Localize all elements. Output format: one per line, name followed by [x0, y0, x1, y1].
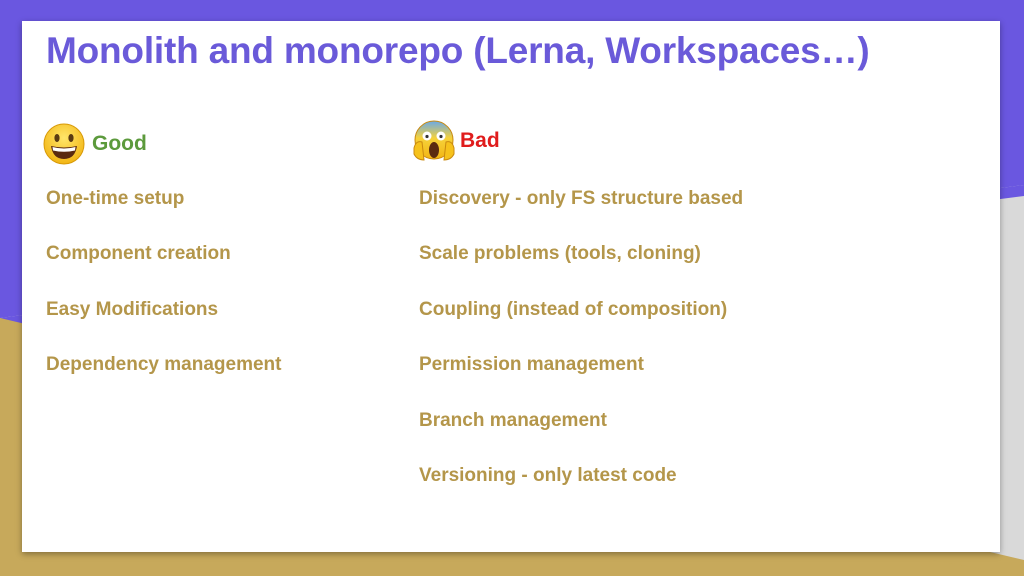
list-item: Scale problems (tools, cloning)	[419, 243, 701, 265]
screaming-face-icon	[412, 118, 456, 164]
list-item: One-time setup	[46, 188, 185, 209]
good-list: One-time setup Component creation Easy M…	[46, 188, 281, 410]
list-item: Permission management	[419, 354, 644, 376]
good-label: Good	[92, 132, 147, 155]
list-item: Dependency management	[46, 354, 282, 376]
good-header: Good	[42, 122, 147, 166]
bad-label: Bad	[460, 129, 500, 152]
grinning-face-icon	[42, 122, 86, 166]
bad-header: Bad	[412, 118, 500, 164]
bad-list: Discovery - only FS structure based Scal…	[419, 188, 743, 520]
list-item: Branch management	[419, 409, 607, 431]
slide-title: Monolith and monorepo (Lerna, Workspaces…	[46, 30, 870, 71]
list-item: Easy Modifications	[46, 298, 219, 320]
content-card	[22, 21, 1000, 552]
list-item: Versioning - only latest code	[419, 464, 677, 486]
list-item: Discovery - only FS structure based	[419, 188, 744, 209]
list-item: Component creation	[46, 243, 231, 265]
list-item: Coupling (instead of composition)	[419, 298, 728, 320]
